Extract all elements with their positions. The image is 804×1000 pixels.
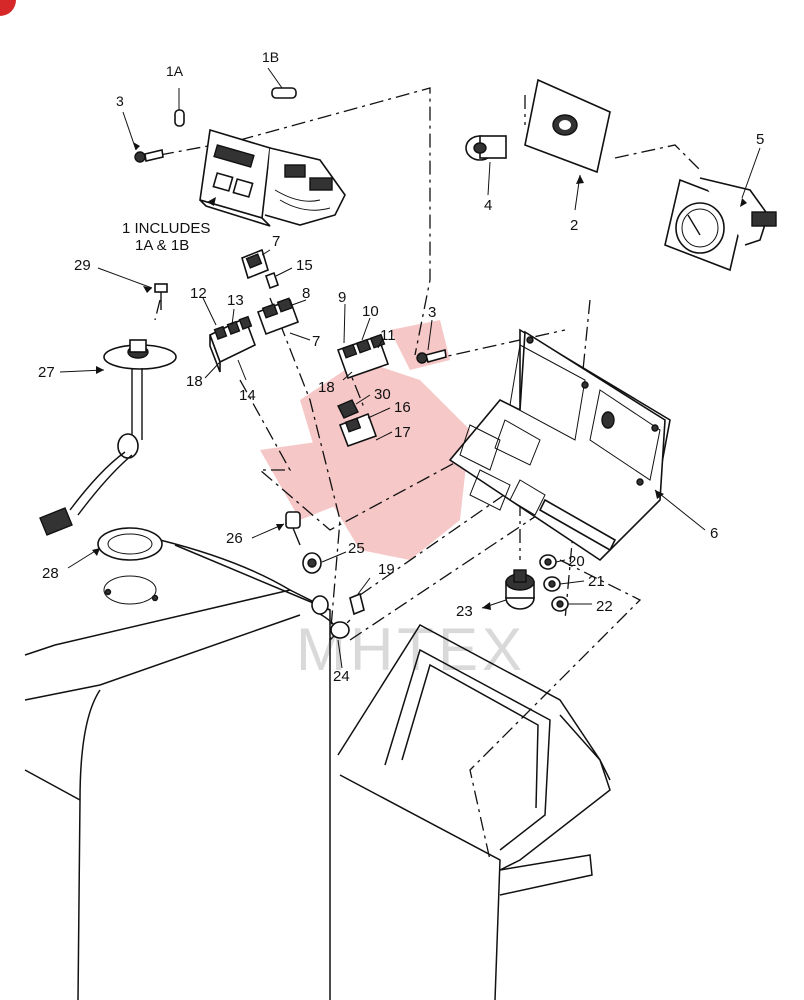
key-part-26 xyxy=(251,511,301,546)
switch-part-7-upper xyxy=(241,248,271,280)
gauge-part-5 xyxy=(664,147,777,272)
bulb-part-1a xyxy=(174,88,185,127)
label-17: 17 xyxy=(394,424,411,441)
label-7-upper: 7 xyxy=(272,233,280,250)
callout-labels: 1A 1B 3 1 INCLUDES 1A & 1B 4 2 5 7 15 29… xyxy=(38,49,764,685)
fuel-sender-part-27 xyxy=(39,339,177,536)
label-30: 30 xyxy=(374,386,391,403)
label-5: 5 xyxy=(756,131,764,148)
label-11: 11 xyxy=(380,327,396,344)
label-15: 15 xyxy=(296,257,313,274)
label-18-left: 18 xyxy=(186,373,203,390)
screw-part-3-right xyxy=(416,319,447,364)
screw-part-3-left xyxy=(122,111,164,163)
switch-part-4 xyxy=(465,135,507,196)
label-12: 12 xyxy=(190,285,207,302)
bulb-part-19 xyxy=(349,577,371,616)
label-7-lower: 7 xyxy=(312,333,320,350)
label-24: 24 xyxy=(333,668,350,685)
label-6: 6 xyxy=(710,525,718,542)
label-1b: 1B xyxy=(262,49,279,65)
bulb-part-1b xyxy=(267,67,297,99)
label-14: 14 xyxy=(239,387,256,404)
dash-panel-part-6 xyxy=(448,328,706,562)
label-4: 4 xyxy=(484,197,492,214)
label-8: 8 xyxy=(302,285,310,302)
callout-arrowheads xyxy=(92,142,747,610)
switch-block-part-14 xyxy=(202,297,257,381)
corner-badge xyxy=(0,0,16,16)
vehicle-body-outline xyxy=(24,539,611,1000)
bulb-part-15 xyxy=(264,267,293,290)
ignition-switch-part-23 xyxy=(481,569,535,610)
label-9: 9 xyxy=(338,289,346,306)
switch-part-8 xyxy=(256,297,311,341)
label-26: 26 xyxy=(226,530,243,547)
label-29: 29 xyxy=(74,257,91,274)
label-1a-1b: 1A & 1B xyxy=(135,237,189,254)
nut-part-25 xyxy=(302,551,347,574)
label-27: 27 xyxy=(38,364,55,381)
switch-block-part-9-10-11 xyxy=(336,303,390,381)
switch-part-16-17-30 xyxy=(337,394,393,448)
label-3-right: 3 xyxy=(428,304,436,321)
label-2: 2 xyxy=(570,217,578,234)
label-23: 23 xyxy=(456,603,473,620)
label-19: 19 xyxy=(378,561,395,578)
screw-part-29 xyxy=(97,267,168,310)
nut-parts-20-21-22 xyxy=(539,554,592,612)
label-22: 22 xyxy=(596,598,613,615)
label-1-includes: 1 INCLUDES xyxy=(122,220,210,237)
label-1a: 1A xyxy=(166,63,184,79)
label-21: 21 xyxy=(588,573,605,590)
panel-part-2 xyxy=(524,78,611,211)
cap-part-24 xyxy=(311,595,350,669)
label-20: 20 xyxy=(568,553,585,570)
label-16: 16 xyxy=(394,399,411,416)
label-10: 10 xyxy=(362,303,379,320)
label-13: 13 xyxy=(227,292,244,309)
label-3-left: 3 xyxy=(116,93,124,109)
label-18-right: 18 xyxy=(318,379,335,396)
gauge-cluster-part-1 xyxy=(199,128,346,227)
label-25: 25 xyxy=(348,540,365,557)
label-28: 28 xyxy=(42,565,59,582)
gasket-part-28 xyxy=(67,527,163,605)
